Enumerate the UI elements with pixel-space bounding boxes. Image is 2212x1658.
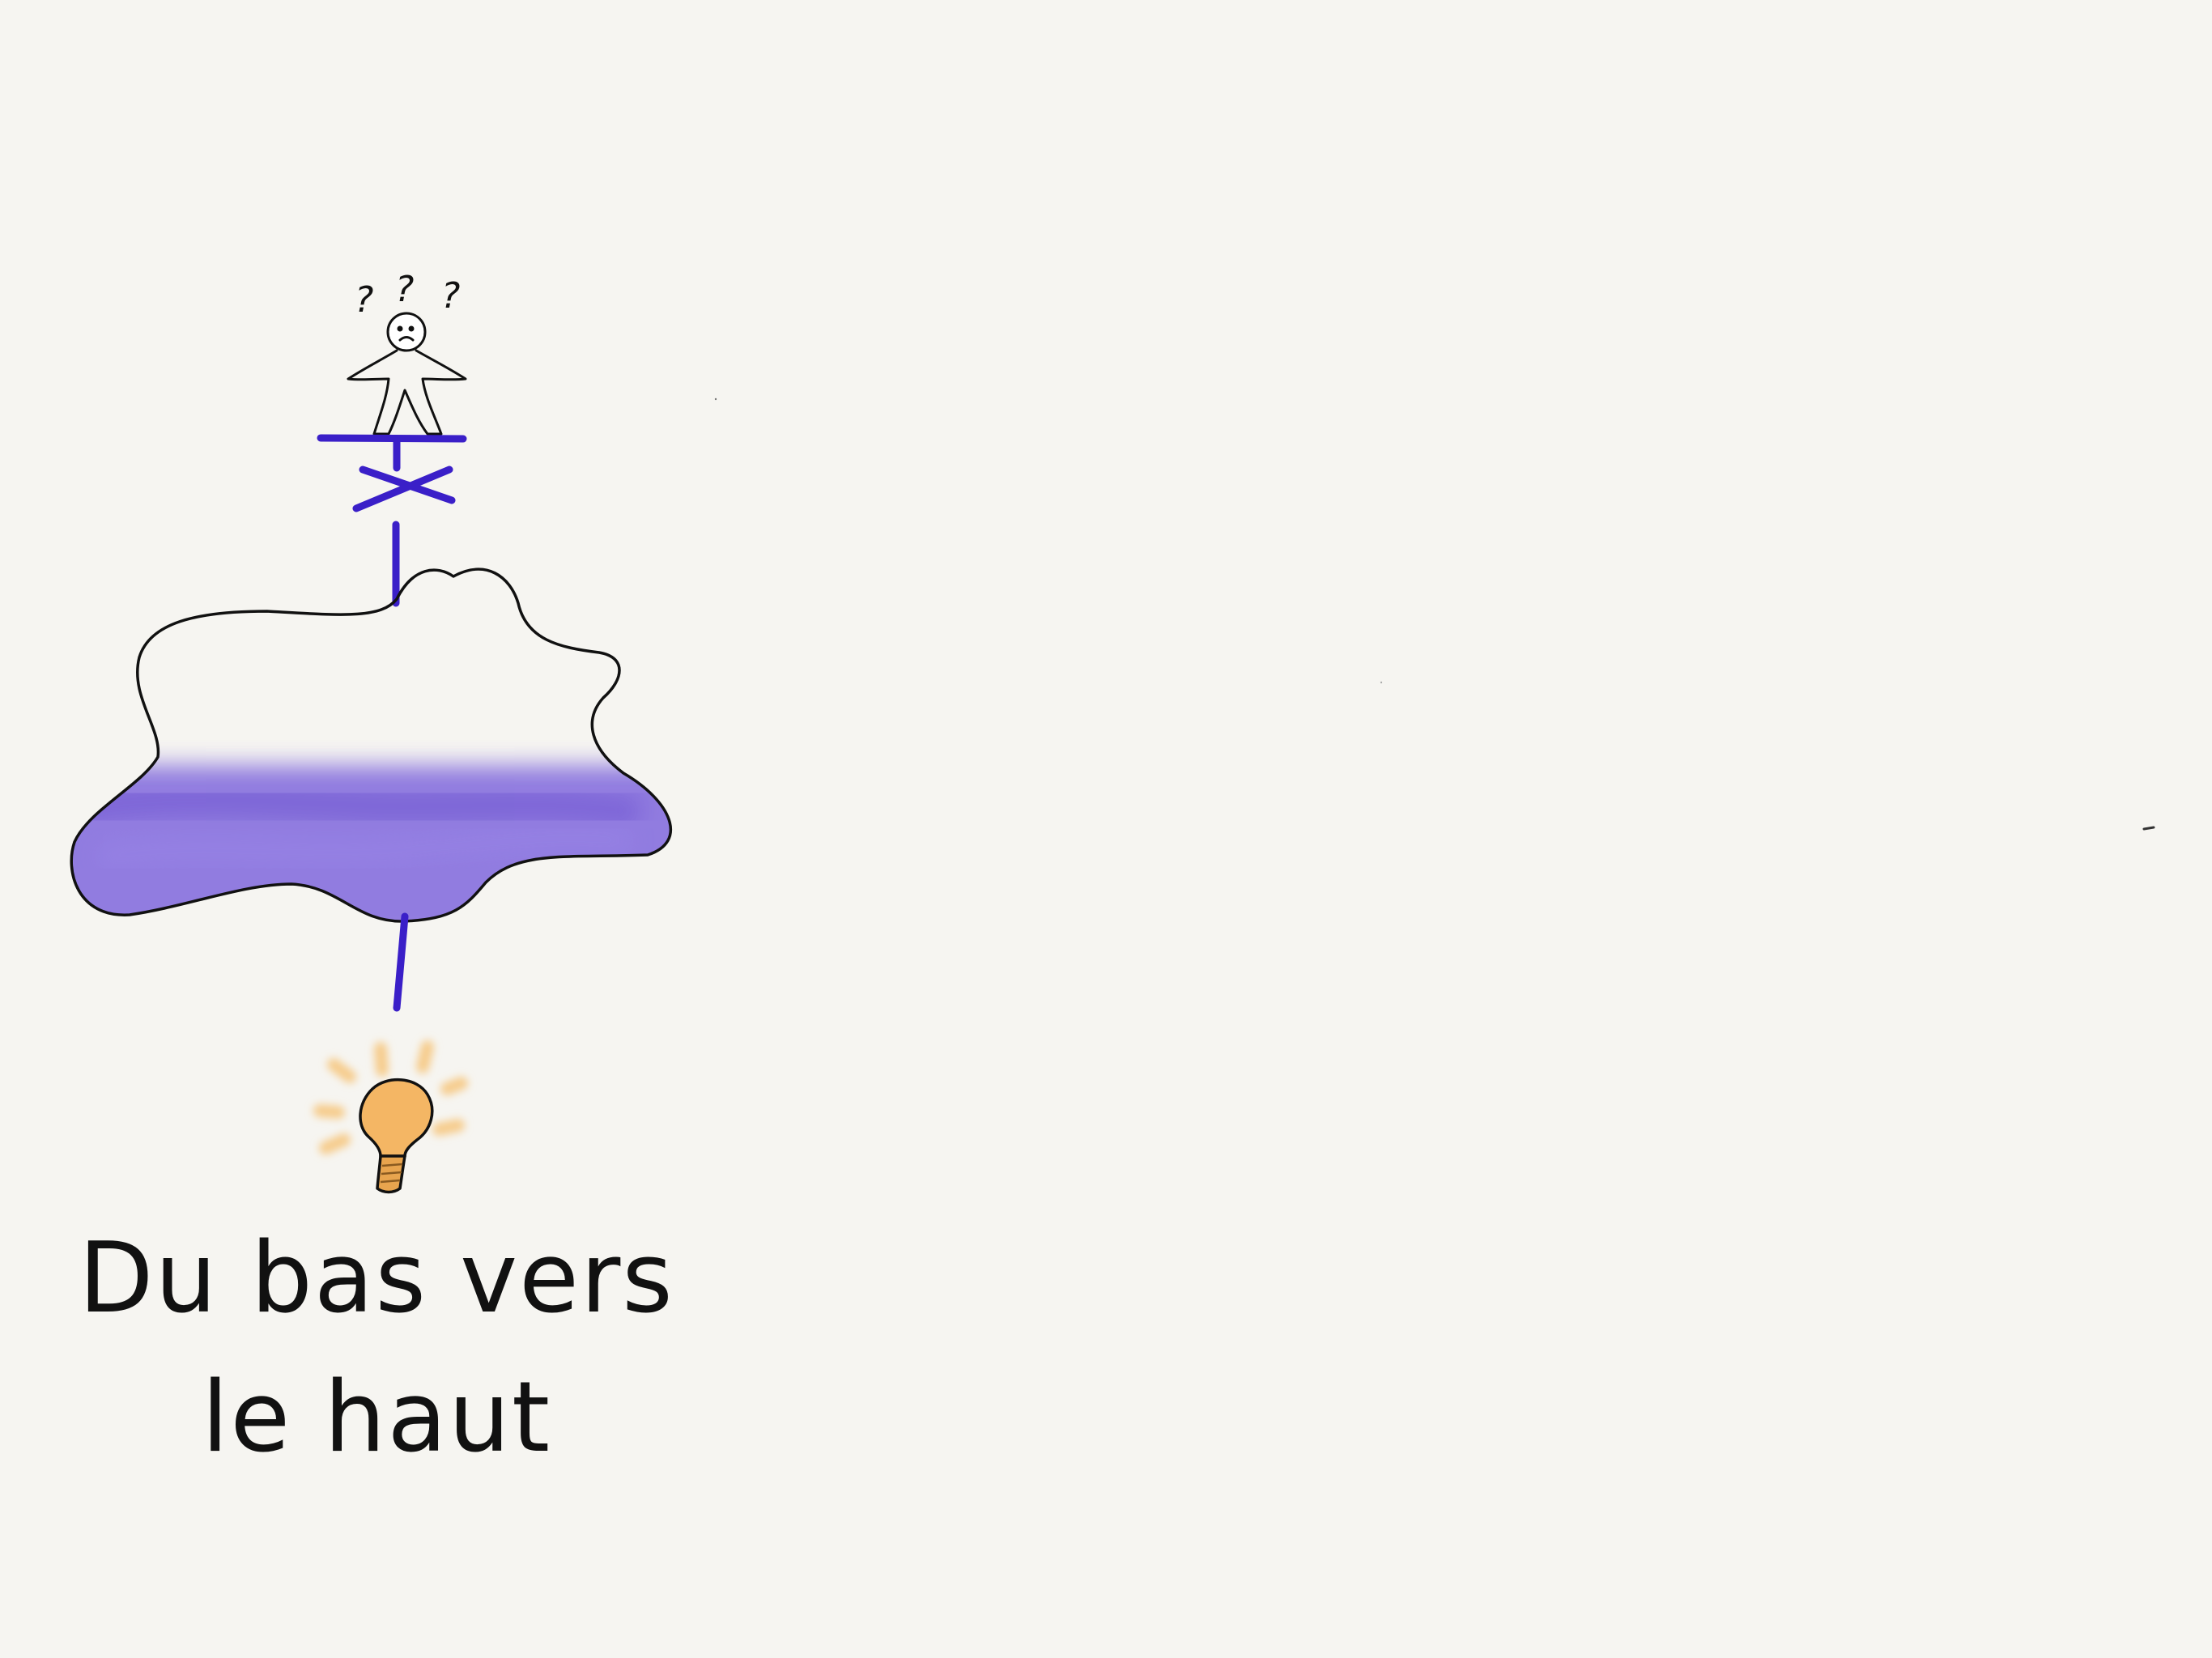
confused-person-icon: [347, 312, 467, 436]
question-mark-2: ?: [395, 269, 414, 310]
bulb-ray-5: [313, 1104, 345, 1119]
bulb-screw-line-2: [381, 1171, 402, 1175]
top-bar: [317, 434, 467, 443]
caption-line-1: Du bas vers: [79, 1222, 674, 1335]
bulb-ray-6: [432, 1119, 465, 1136]
stray-dot-2: [1380, 681, 1383, 684]
cloud-fill-highlight-2: [95, 826, 633, 870]
question-marks: ? ? ?: [355, 269, 460, 321]
lightbulb-icon: [313, 1040, 468, 1194]
cross-line-2: [352, 466, 453, 512]
connector-line-to-bulb: [393, 912, 409, 1012]
cloud-fill-highlight: [71, 784, 643, 830]
bulb-ray-7: [319, 1133, 351, 1154]
person-eye-right: [408, 325, 415, 332]
bulb-ray-3: [327, 1058, 356, 1083]
bulb-rays: [313, 1040, 468, 1154]
bulb-ray-2: [416, 1040, 434, 1073]
bulb-screw-lines: [380, 1163, 403, 1184]
top-connector: [317, 434, 467, 607]
bulb-ray-1: [374, 1042, 389, 1077]
question-mark-3: ?: [441, 275, 460, 317]
bulb-glass: [359, 1078, 434, 1158]
person-mouth: [398, 336, 415, 342]
caption-line-2: le haut: [201, 1362, 551, 1474]
stray-dot-1: [714, 397, 717, 401]
question-mark-1: ?: [355, 279, 373, 321]
cloud-fill: [71, 765, 671, 922]
person-body: [347, 349, 467, 436]
bulb-screw-line-1: [381, 1163, 403, 1167]
bulb-ray-4: [440, 1077, 468, 1095]
stray-mark-1: [2142, 826, 2155, 831]
person-eye-left: [397, 325, 403, 332]
person-head: [386, 312, 427, 352]
bulb-screw-line-3: [380, 1179, 401, 1184]
